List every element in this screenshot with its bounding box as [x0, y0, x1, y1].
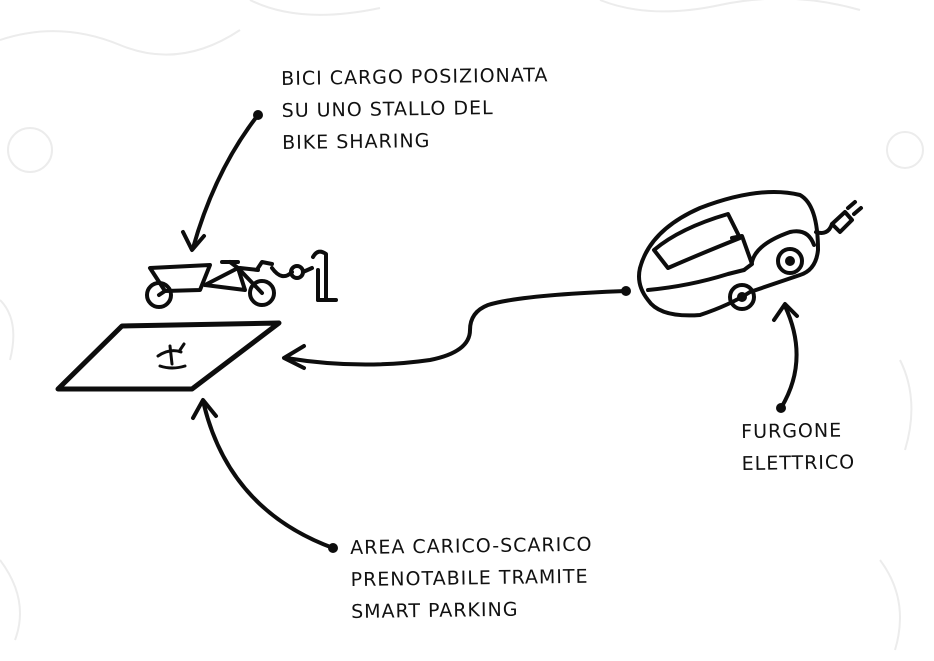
- bike-label-arrow: [183, 110, 263, 250]
- area-label-line: SMART PARKING: [351, 593, 594, 628]
- area-label-line: PRENOTABILE TRAMITE: [350, 561, 593, 596]
- van-label-line: ELETTRICO: [741, 446, 855, 480]
- parking-area-icon: [58, 323, 279, 389]
- van-label: FURGONE ELETTRICO: [741, 414, 855, 480]
- bike-label-line: SU UNO STALLO DEL: [281, 91, 549, 127]
- area-label-line: AREA CARICO-SCARICO: [350, 529, 593, 564]
- bike-label: BICI CARGO POSIZIONATA SU UNO STALLO DEL…: [281, 59, 550, 159]
- plug-icon: [816, 202, 861, 233]
- area-label-arrow: [193, 400, 338, 553]
- van-label-line: FURGONE: [741, 414, 855, 448]
- area-label: AREA CARICO-SCARICO PRENOTABILE TRAMITE …: [350, 529, 594, 628]
- charging-post-icon: [272, 252, 336, 300]
- van-label-arrow: [774, 304, 797, 413]
- bike-label-line: BICI CARGO POSIZIONATA: [281, 59, 549, 95]
- bike-label-line: BIKE SHARING: [282, 123, 550, 159]
- cargo-bike-icon: [147, 262, 274, 307]
- electric-van-icon: [639, 192, 818, 315]
